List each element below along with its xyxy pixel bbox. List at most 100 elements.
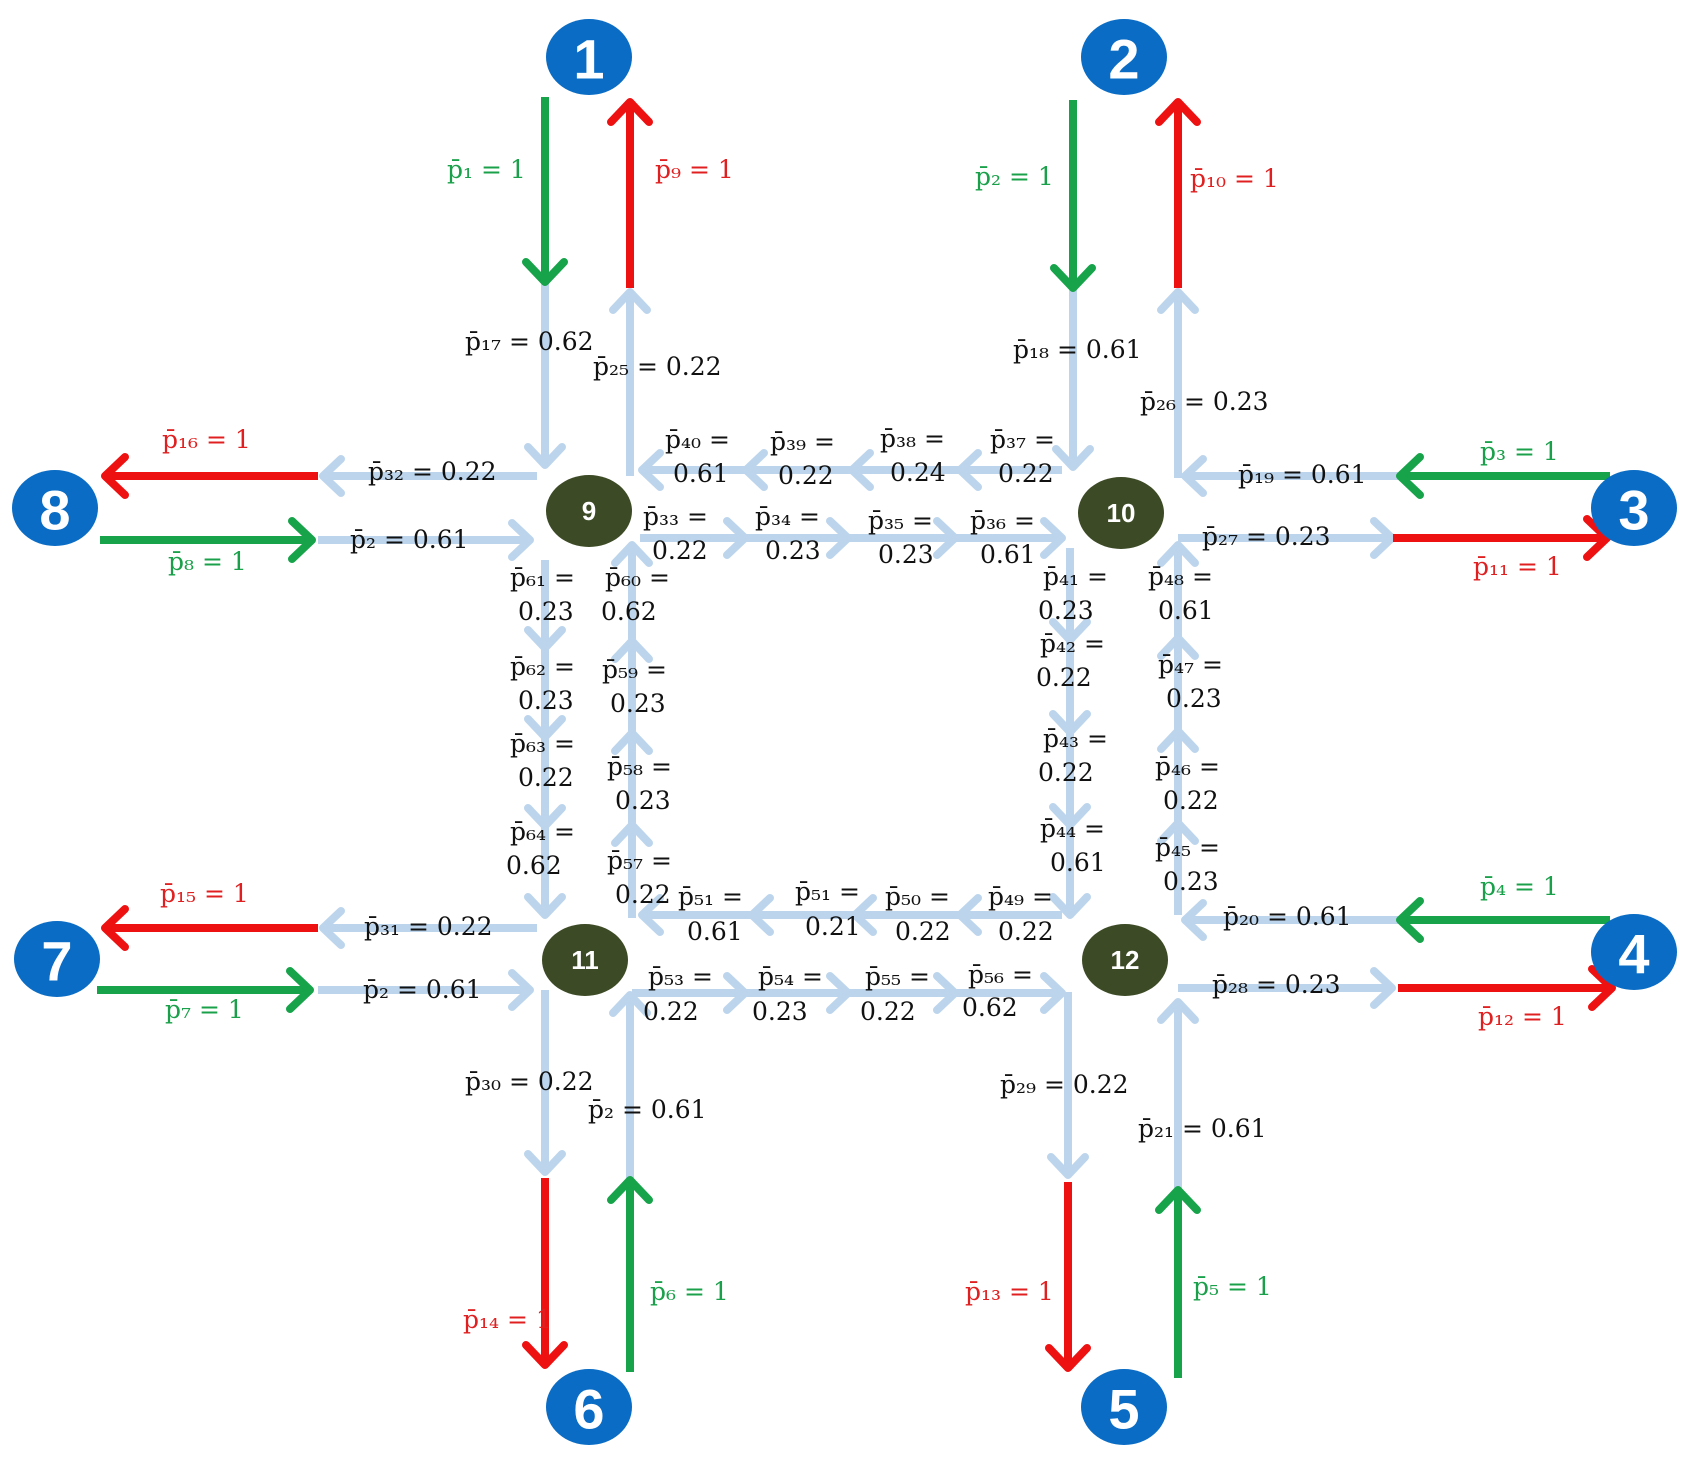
label-p63-value: 0.22	[518, 763, 574, 792]
label-p31: p̄₃₁ = 0.22	[364, 912, 493, 941]
label-p61-name: p̄₆₁ =	[510, 563, 575, 592]
label-p35-name: p̄₃₅ =	[868, 506, 933, 535]
label-p41-name: p̄₄₁ =	[1043, 562, 1108, 591]
label-p18: p̄₁₈ = 0.61	[1013, 335, 1142, 364]
outer-node-5-label: 5	[1108, 1378, 1139, 1441]
inner-node-9: 9	[546, 475, 632, 547]
outer-node-8: 8	[12, 470, 98, 546]
inner-node-10: 10	[1078, 477, 1164, 549]
label-p38-value: 0.24	[890, 458, 946, 487]
outer-node-7: 7	[14, 921, 100, 997]
label-p2-n7: p̄₂ = 0.61	[363, 975, 482, 1004]
label-p54-name: p̄₅₄ =	[758, 962, 823, 991]
label-p43-name: p̄₄₃ =	[1043, 724, 1108, 753]
label-p48-value: 0.61	[1158, 596, 1214, 625]
label-p51b-value: 0.21	[805, 912, 861, 941]
label-p51b-name: p̄₅₁ =	[795, 877, 860, 906]
outer-node-3-label: 3	[1618, 479, 1649, 542]
label-p53-name: p̄₅₃ =	[648, 962, 713, 991]
outer-node-6-label: 6	[573, 1378, 604, 1441]
label-p42-value: 0.22	[1036, 663, 1092, 692]
label-p47-value: 0.23	[1166, 684, 1222, 713]
label-p4: p̄₄ = 1	[1480, 872, 1559, 901]
label-p3: p̄₃ = 1	[1480, 437, 1559, 466]
label-p60-name: p̄₆₀ =	[605, 563, 670, 592]
label-p12: p̄₁₂ = 1	[1478, 1002, 1567, 1031]
label-p57-name: p̄₅₇ =	[607, 846, 672, 875]
label-p63-name: p̄₆₃ =	[510, 729, 575, 758]
label-p41-value: 0.23	[1038, 596, 1094, 625]
label-p51a-value: 0.61	[687, 917, 743, 946]
label-p61-value: 0.23	[518, 597, 574, 626]
label-p15: p̄₁₅ = 1	[160, 879, 249, 908]
outflow-arrows	[101, 98, 1616, 1372]
label-p29: p̄₂₉ = 0.22	[1000, 1070, 1129, 1099]
outer-node-8-label: 8	[39, 479, 70, 542]
outer-node-6: 6	[546, 1369, 632, 1445]
label-p16: p̄₁₆ = 1	[162, 425, 251, 454]
label-p2-n6: p̄₂ = 0.61	[588, 1095, 707, 1124]
inner-node-12: 12	[1082, 924, 1168, 996]
outer-node-1: 1	[546, 19, 632, 95]
label-p42-name: p̄₄₂ =	[1040, 629, 1105, 658]
label-p33-value: 0.22	[652, 536, 708, 565]
label-p32: p̄₃₂ = 0.22	[368, 457, 497, 486]
label-p6: p̄₆ = 1	[650, 1277, 729, 1306]
inner-nodes: 9 10 11 12	[542, 475, 1168, 996]
inner-node-11: 11	[542, 924, 628, 996]
outer-node-4: 4	[1591, 914, 1677, 990]
label-p43-value: 0.22	[1038, 758, 1094, 787]
label-p64-value: 0.62	[506, 851, 562, 880]
label-p21: p̄₂₁ = 0.61	[1138, 1114, 1267, 1143]
label-p48-name: p̄₄₈ =	[1148, 562, 1213, 591]
label-p45-name: p̄₄₅ =	[1155, 833, 1220, 862]
label-p62-name: p̄₆₂ =	[510, 652, 575, 681]
label-p36-value: 0.61	[980, 540, 1036, 569]
label-p33-name: p̄₃₃ =	[643, 502, 708, 531]
label-p44-value: 0.61	[1050, 848, 1106, 877]
label-p37-value: 0.22	[998, 459, 1054, 488]
label-p54-value: 0.23	[752, 997, 808, 1026]
label-p56-name: p̄₅₆ =	[968, 960, 1033, 989]
internal-flow-arrows	[318, 283, 1398, 1188]
label-p7: p̄₇ = 1	[165, 995, 244, 1024]
label-p17: p̄₁₇ = 0.62	[465, 327, 594, 356]
label-p25: p̄₂₅ = 0.22	[593, 352, 722, 381]
link-labels: p̄₁₇ = 0.62 p̄₂₅ = 0.22 p̄₁₈ = 0.61 p̄₂₆…	[350, 327, 1367, 1143]
label-p56-value: 0.62	[962, 993, 1018, 1022]
outer-node-3: 3	[1591, 470, 1677, 546]
inner-node-11-label: 11	[571, 945, 599, 975]
outflow-labels: p̄₉ = 1 p̄₁₀ = 1 p̄₁₁ = 1 p̄₁₂ = 1 p̄₁₃ …	[160, 155, 1567, 1334]
label-p60-value: 0.62	[601, 597, 657, 626]
outer-node-4-label: 4	[1618, 923, 1649, 986]
label-p27: p̄₂₇ = 0.23	[1202, 522, 1331, 551]
outer-node-2-label: 2	[1108, 28, 1139, 91]
outer-node-5: 5	[1081, 1369, 1167, 1445]
label-p45-value: 0.23	[1163, 867, 1219, 896]
label-p9: p̄₉ = 1	[655, 155, 734, 184]
label-p55-value: 0.22	[860, 997, 916, 1026]
label-p49-name: p̄₄₉ =	[988, 882, 1053, 911]
label-p44-name: p̄₄₄ =	[1040, 814, 1105, 843]
label-p39-value: 0.22	[778, 461, 834, 490]
label-p39-name: p̄₃₉ =	[770, 427, 835, 456]
label-p11: p̄₁₁ = 1	[1473, 552, 1562, 581]
label-p37-name: p̄₃₇ =	[990, 425, 1055, 454]
segment-labels: p̄₄₀ = 0.61 p̄₃₉ = 0.22 p̄₃₈ = 0.24 p̄₃₇…	[506, 424, 1223, 1026]
label-p47-name: p̄₄₇ =	[1158, 650, 1223, 679]
label-p51a-name: p̄₅₁ =	[678, 882, 743, 911]
label-p28: p̄₂₈ = 0.23	[1212, 970, 1341, 999]
label-p2-n8: p̄₂ = 0.61	[350, 525, 469, 554]
label-p34-value: 0.23	[765, 536, 821, 565]
label-p58-value: 0.23	[615, 786, 671, 815]
label-p34-name: p̄₃₄ =	[755, 502, 820, 531]
label-p40-name: p̄₄₀ =	[665, 425, 730, 454]
label-p1: p̄₁ = 1	[447, 155, 526, 184]
label-p20: p̄₂₀ = 0.61	[1223, 902, 1352, 931]
label-p59-value: 0.23	[610, 689, 666, 718]
outer-node-2: 2	[1081, 19, 1167, 95]
label-p64-name: p̄₆₄ =	[510, 817, 575, 846]
label-p59-name: p̄₅₉ =	[602, 655, 667, 684]
label-p10: p̄₁₀ = 1	[1190, 164, 1279, 193]
inner-node-12-label: 12	[1111, 945, 1140, 975]
